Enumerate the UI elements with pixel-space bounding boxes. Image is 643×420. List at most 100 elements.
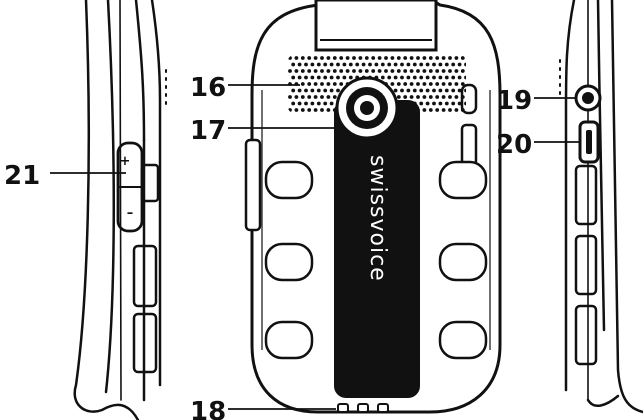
speaker-hole [432, 88, 436, 93]
speaker-hole [358, 69, 363, 73]
speaker-hole [387, 62, 392, 67]
speaker-hole [403, 95, 408, 99]
speaker-hole [313, 95, 318, 99]
speaker-hole [457, 88, 462, 93]
speaker-hole [438, 101, 443, 106]
speaker-hole [396, 95, 401, 99]
speaker-hole [425, 88, 430, 93]
speaker-hole [310, 75, 315, 80]
speaker-hole [460, 56, 465, 60]
speaker-hole [300, 69, 305, 73]
speaker-hole [348, 75, 353, 80]
usb-port [578, 120, 600, 164]
speaker-hole [435, 108, 440, 112]
speaker-hole [393, 62, 398, 67]
speaker-hole [316, 75, 321, 80]
speaker-hole [326, 56, 331, 60]
speaker-hole [460, 82, 465, 86]
speaker-hole [451, 101, 456, 106]
speaker-hole [300, 95, 305, 99]
speaker-hole [291, 88, 296, 93]
grip-pads [264, 160, 488, 360]
speaker-hole [320, 82, 324, 86]
speaker-hole [364, 56, 369, 60]
speaker-hole [419, 62, 424, 67]
speaker-hole [435, 56, 440, 60]
speaker-hole [416, 95, 420, 99]
speaker-hole [316, 101, 321, 106]
speaker-hole [323, 101, 328, 106]
brand-stripe [334, 100, 420, 398]
speaker-hole [422, 56, 427, 60]
speaker-hole [307, 82, 312, 86]
speaker-hole [332, 69, 337, 73]
callout-17-label: 17 [190, 116, 226, 146]
speaker-hole [451, 88, 456, 93]
speaker-hole [419, 75, 424, 80]
volume-down-symbol: – [127, 206, 134, 221]
speaker-hole [464, 88, 466, 93]
speaker-hole [316, 88, 321, 93]
speaker-hole [419, 88, 424, 93]
speaker-hole [313, 56, 318, 60]
callout-18-label: 18 [190, 397, 226, 420]
speaker-hole [460, 108, 465, 112]
speaker-hole [441, 82, 446, 86]
speaker-hole [320, 108, 324, 112]
speaker-hole [412, 75, 417, 80]
speaker-hole [428, 108, 433, 112]
speaker-hole [425, 75, 430, 80]
speaker-hole [457, 75, 462, 80]
speaker-hole [438, 75, 443, 80]
speaker-hole [355, 62, 360, 67]
speaker-hole [294, 95, 299, 99]
left-side-view [73, 0, 167, 420]
speaker-hole [432, 101, 436, 106]
speaker-hole [406, 62, 411, 67]
speaker-hole [352, 56, 356, 60]
speaker-hole [329, 75, 334, 80]
speaker-hole [428, 69, 433, 73]
callout-16: 16 [190, 73, 300, 103]
speaker-hole [380, 62, 385, 67]
speaker-hole [307, 56, 312, 60]
speaker-hole [412, 62, 417, 67]
speaker-hole [403, 69, 408, 73]
speaker-hole [448, 56, 452, 60]
speaker-hole [339, 56, 344, 60]
speaker-hole [352, 69, 356, 73]
camera-lens [335, 76, 399, 140]
speaker-hole [368, 62, 372, 67]
speaker-hole [348, 62, 353, 67]
headphone-jack [574, 84, 602, 112]
speaker-hole [336, 88, 340, 93]
speaker-hole [364, 69, 369, 73]
speaker-hole [409, 95, 414, 99]
speaker-hole [396, 82, 401, 86]
speaker-hole [313, 82, 318, 86]
callout-20-label: 20 [496, 130, 532, 160]
speaker-hole [339, 82, 344, 86]
right-side-view [559, 0, 643, 414]
speaker-hole [409, 56, 414, 60]
speaker-hole [460, 95, 465, 99]
speaker-hole [435, 95, 440, 99]
callout-20: 20 [496, 130, 580, 160]
speaker-hole [396, 56, 401, 60]
speaker-hole [396, 69, 401, 73]
speaker-hole [425, 101, 430, 106]
speaker-hole [454, 56, 459, 60]
speaker-hole [304, 88, 308, 93]
speaker-hole [428, 95, 433, 99]
speaker-hole [310, 101, 315, 106]
speaker-hole [464, 75, 466, 80]
speaker-hole [329, 101, 334, 106]
speaker-hole [384, 69, 388, 73]
speaker-hole [464, 62, 466, 67]
speaker-hole [294, 108, 299, 112]
speaker-hole [406, 75, 411, 80]
speaker-hole [400, 75, 404, 80]
speaker-hole [329, 62, 334, 67]
charging-contacts [337, 403, 389, 413]
